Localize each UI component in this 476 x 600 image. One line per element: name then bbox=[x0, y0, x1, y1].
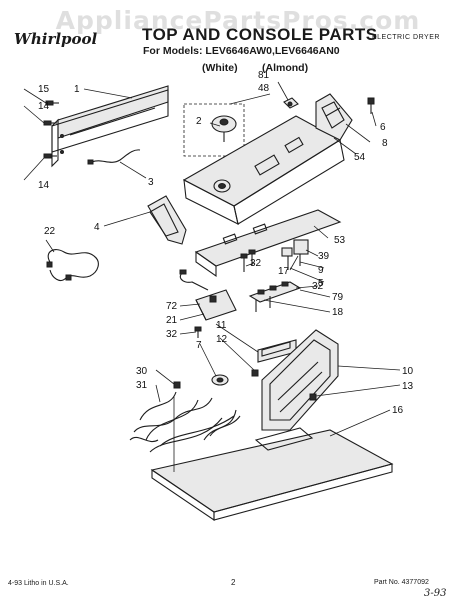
callout-14-upper: 14 bbox=[38, 101, 50, 112]
brand-logo: Whirlpool bbox=[14, 30, 98, 48]
callout-53: 53 bbox=[334, 235, 346, 246]
harness-connector-b bbox=[65, 274, 72, 281]
wire-connector bbox=[87, 159, 94, 165]
callout-6: 6 bbox=[380, 122, 386, 133]
leader-lines bbox=[23, 81, 401, 437]
console-door-trim bbox=[251, 329, 339, 431]
callout-13: 13 bbox=[402, 381, 414, 392]
callout-2: 2 bbox=[196, 116, 202, 127]
switch-bracket bbox=[194, 209, 342, 278]
console-end-cap-left bbox=[147, 195, 187, 245]
color-white-label: (White) bbox=[202, 62, 238, 74]
watermark: AppliancePartsPros.com bbox=[55, 6, 421, 35]
callout-7: 7 bbox=[196, 340, 202, 351]
push-button-strip bbox=[248, 281, 302, 303]
rear-console-panel bbox=[51, 85, 169, 168]
callout-79: 79 bbox=[332, 292, 344, 303]
top-panel bbox=[150, 396, 394, 522]
callout-32-c: 32 bbox=[166, 329, 178, 340]
models-line: For Models: LEV6646AW0,LEV6646AN0 bbox=[143, 45, 340, 57]
callout-18: 18 bbox=[332, 307, 344, 318]
callout-72: 72 bbox=[166, 301, 178, 312]
callout-10: 10 bbox=[402, 366, 414, 377]
callout-5: 5 bbox=[318, 278, 324, 289]
console-screws bbox=[43, 100, 59, 159]
part-number: Part No. 4377092 bbox=[374, 579, 429, 586]
callout-17: 17 bbox=[278, 266, 290, 277]
timer-motor bbox=[179, 269, 237, 321]
callout-32-b: 32 bbox=[312, 281, 324, 292]
callout-9: 9 bbox=[318, 265, 324, 276]
callout-15: 15 bbox=[38, 84, 50, 95]
callout-32-a: 32 bbox=[250, 258, 262, 269]
timer-knob-group bbox=[183, 103, 245, 157]
callout-39: 39 bbox=[318, 251, 330, 262]
harness-connector-a bbox=[46, 261, 53, 268]
switch-assembly bbox=[281, 239, 309, 270]
callout-4: 4 bbox=[94, 222, 100, 233]
litho-note: 4-93 Litho in U.S.A. bbox=[8, 580, 69, 587]
callout-30: 30 bbox=[136, 366, 148, 377]
callout-54: 54 bbox=[354, 152, 366, 163]
callout-21: 21 bbox=[166, 315, 178, 326]
callout-1: 1 bbox=[74, 84, 80, 95]
wire-harness-short bbox=[91, 149, 141, 163]
callout-8: 8 bbox=[382, 138, 388, 149]
callout-31: 31 bbox=[136, 380, 148, 391]
appliance-category: ELECTRIC DRYER bbox=[372, 34, 440, 41]
wire-harness-22 bbox=[47, 249, 99, 281]
page-title: TOP AND CONSOLE PARTS bbox=[142, 25, 378, 44]
control-panel-housing bbox=[182, 97, 345, 226]
thermal-fuse bbox=[211, 374, 229, 386]
callout-11: 11 bbox=[216, 320, 227, 331]
main-wiring-harness bbox=[129, 381, 241, 453]
callout-16: 16 bbox=[392, 405, 404, 416]
console-end-cap-right bbox=[315, 93, 375, 141]
handwritten-note: 3-93 bbox=[424, 588, 447, 599]
callout-14-lower: 14 bbox=[38, 180, 50, 191]
page-number: 2 bbox=[231, 578, 236, 587]
color-almond-label: (Almond) bbox=[262, 62, 309, 74]
callout-22: 22 bbox=[44, 226, 56, 237]
callout-48: 48 bbox=[258, 83, 270, 94]
callout-81: 81 bbox=[258, 70, 270, 81]
callout-3: 3 bbox=[148, 177, 154, 188]
callout-12: 12 bbox=[216, 334, 228, 345]
